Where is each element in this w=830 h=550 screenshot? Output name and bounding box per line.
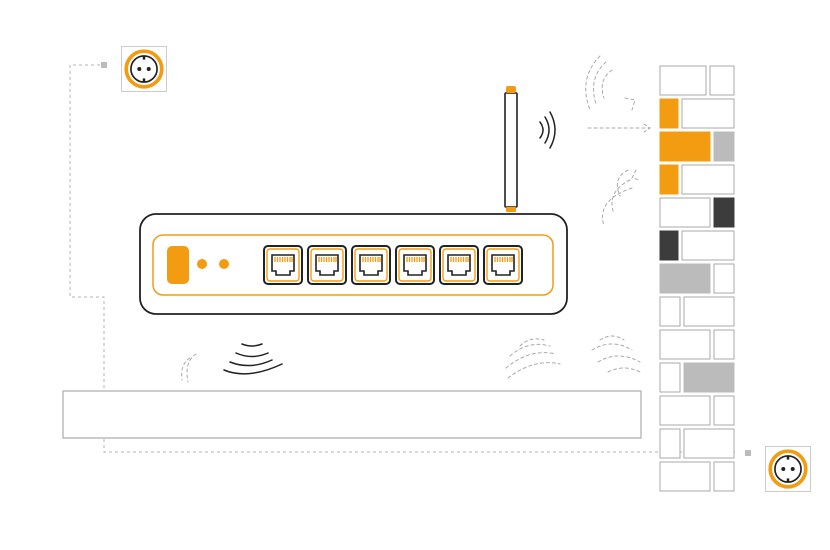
ethernet-port-icon: [307, 245, 347, 285]
router: [139, 213, 568, 315]
antenna-base: [506, 207, 516, 212]
cable-end-marker-right: [745, 450, 751, 456]
wall-block-right: [713, 197, 735, 228]
power-led-icon: [167, 246, 189, 284]
router-antenna: [504, 86, 518, 212]
wall-block-left: [659, 362, 681, 393]
wall-block-right: [713, 461, 735, 492]
ethernet-port-icon: [439, 245, 479, 285]
wall-block-right: [713, 395, 735, 426]
wall-block-left: [659, 329, 711, 360]
wall-block-left: [659, 131, 711, 162]
wall-block-left: [659, 197, 711, 228]
wall-block-right: [713, 131, 735, 162]
wall-block-right: [713, 329, 735, 360]
antenna-icon: [504, 92, 518, 208]
ethernet-port-icon: [351, 245, 391, 285]
wall-block-right: [683, 362, 735, 393]
wall-block-right: [709, 65, 735, 96]
socket-icon: [121, 46, 167, 92]
ethernet-port-icon: [395, 245, 435, 285]
wall-block-left: [659, 296, 681, 327]
brick-wall: [659, 65, 735, 492]
cable-end-marker-left: [101, 62, 107, 68]
power-outlet-top-left: [121, 46, 167, 92]
wall-block-right: [683, 296, 735, 327]
wall-block-right: [681, 230, 735, 261]
wall-block-right: [683, 428, 735, 459]
status-led-2: [219, 259, 229, 269]
antenna-tip: [506, 86, 516, 93]
ethernet-port-icon: [263, 245, 303, 285]
wall-block-left: [659, 98, 679, 129]
wall-block-left: [659, 461, 711, 492]
wall-block-right: [681, 98, 735, 129]
desk-surface: [62, 390, 642, 439]
wifi-waves-icon: [539, 111, 556, 149]
power-cable-left: [69, 64, 735, 453]
wall-block-left: [659, 263, 711, 294]
wall-block-left: [659, 428, 681, 459]
power-outlet-bottom-right: [765, 446, 811, 492]
wall-block-left: [659, 230, 679, 261]
wall-block-right: [681, 164, 735, 195]
socket-icon: [765, 446, 811, 492]
wifi-waves-icon: [223, 343, 283, 375]
wall-block-left: [659, 65, 707, 96]
ethernet-port-icon: [483, 245, 523, 285]
wall-block-right: [713, 263, 735, 294]
wall-block-left: [659, 395, 711, 426]
wall-block-left: [659, 164, 679, 195]
status-led-1: [197, 259, 207, 269]
wifi-waves-reflected: [181, 55, 651, 383]
